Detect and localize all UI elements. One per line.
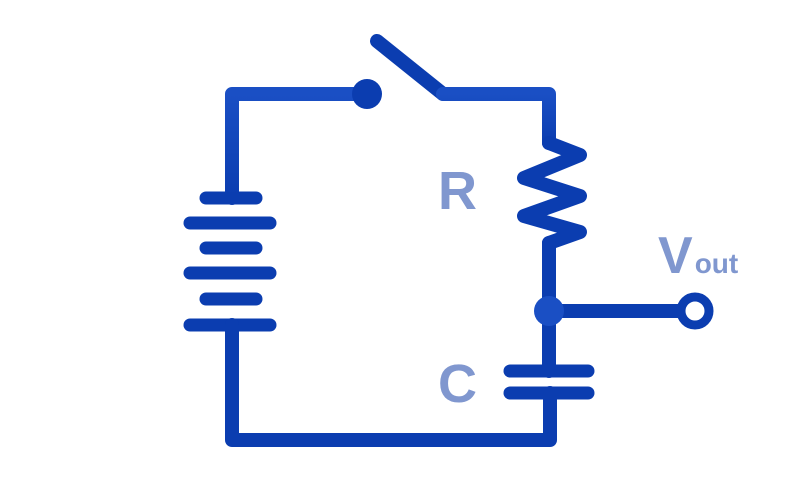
resistor-label: R [438, 161, 477, 221]
output-label-main: V [658, 227, 693, 285]
wire-bottom [225, 318, 557, 447]
output-terminal [676, 292, 714, 330]
resistor-zigzag [517, 136, 587, 250]
junction-node [534, 296, 564, 326]
wire-top-left [225, 87, 374, 205]
battery [183, 191, 277, 332]
output-label-subscript: out [695, 248, 739, 279]
capacitor-label: C [438, 354, 477, 414]
output-label: Vout [658, 227, 738, 285]
wire-top-right [436, 87, 556, 150]
capacitor [503, 364, 595, 400]
switch-contact-dot [352, 79, 382, 109]
switch-lever [370, 34, 450, 101]
